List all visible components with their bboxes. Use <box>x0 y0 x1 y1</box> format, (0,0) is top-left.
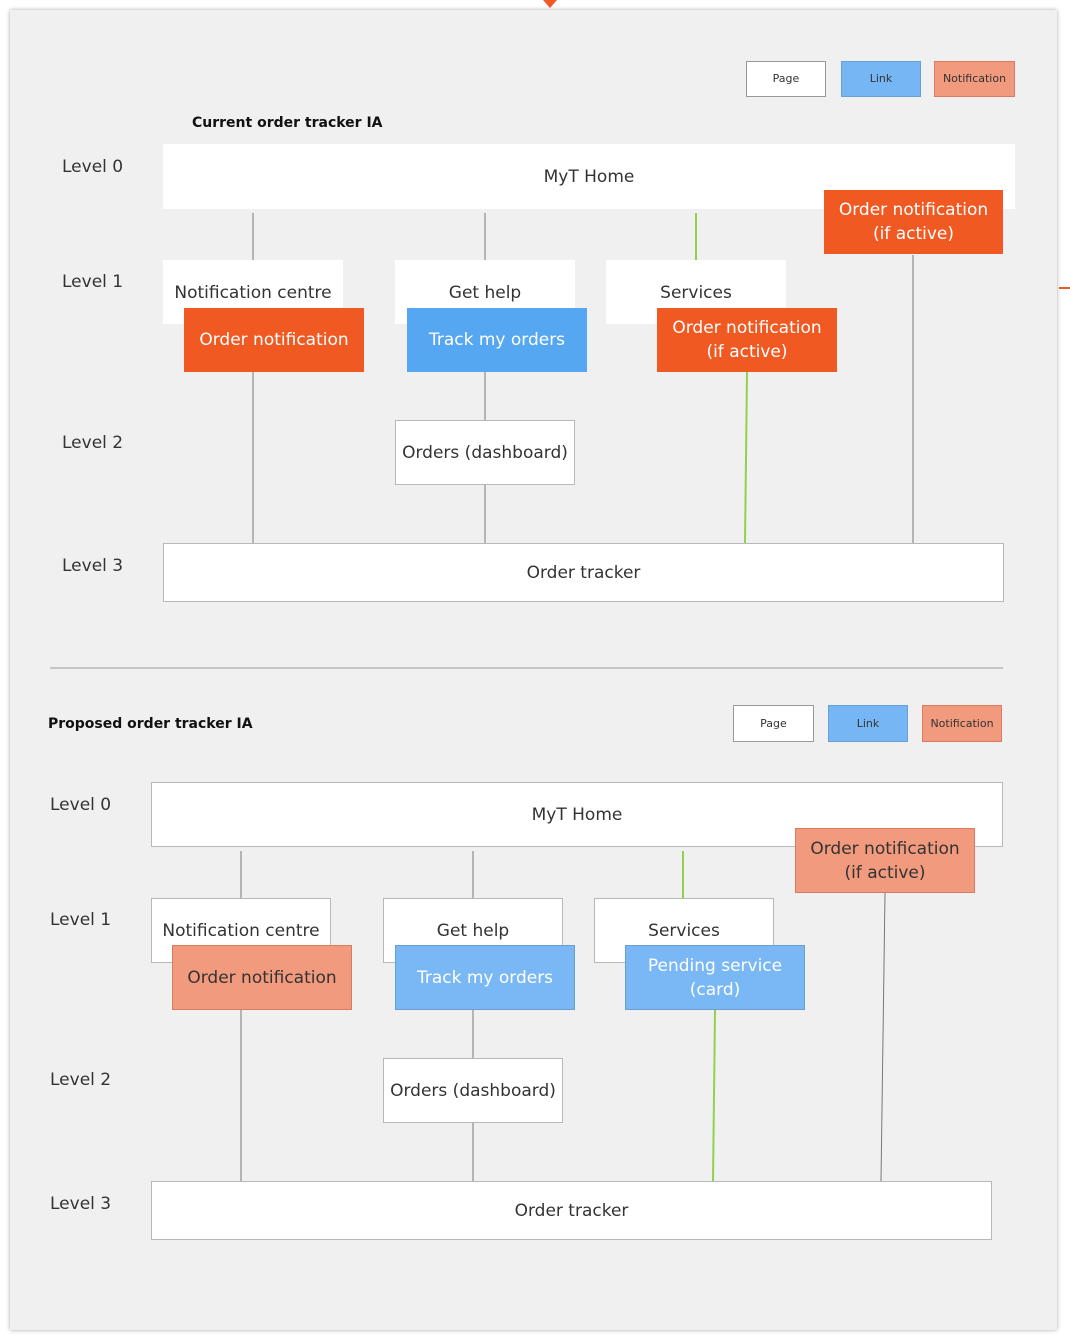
level-3-label: Level 3 <box>50 1194 112 1214</box>
order-notification-if-active-node: Order notification (if active) <box>824 190 1003 254</box>
level-2-label: Level 2 <box>62 433 124 453</box>
track-my-orders-node: Track my orders <box>407 308 587 372</box>
track-my-orders-node: Track my orders <box>395 945 575 1010</box>
legend-link: Link <box>828 705 908 742</box>
level-3-label: Level 3 <box>62 556 124 576</box>
section-title-current: Current order tracker IA <box>192 115 383 131</box>
section-title-proposed: Proposed order tracker IA <box>48 716 253 732</box>
connector <box>880 892 886 1182</box>
pending-service-card-node: Pending service (card) <box>625 945 805 1010</box>
level-1-label: Level 1 <box>50 910 112 930</box>
diagram-canvas: Page Link Notification Current order tra… <box>10 10 1057 1330</box>
legend-link: Link <box>841 61 921 97</box>
order-notification-if-active-node: Order notification (if active) <box>795 828 975 893</box>
order-notification-node: Order notification <box>184 308 364 372</box>
level-1-label: Level 1 <box>62 272 124 292</box>
level-0-label: Level 0 <box>50 795 112 815</box>
orders-dashboard-node: Orders (dashboard) <box>383 1058 563 1123</box>
order-tracker-node: Order tracker <box>151 1181 992 1240</box>
orders-dashboard-node: Orders (dashboard) <box>395 420 575 485</box>
legend-page: Page <box>733 705 814 742</box>
services-order-notification-node: Order notification (if active) <box>657 308 837 372</box>
legend-notification: Notification <box>934 61 1015 97</box>
level-0-label: Level 0 <box>62 157 124 177</box>
legend-page: Page <box>746 61 826 97</box>
connector-green <box>712 1009 716 1182</box>
level-2-label: Level 2 <box>50 1070 112 1090</box>
connector-lines <box>50 213 1003 1182</box>
connector-green <box>744 371 748 544</box>
order-tracker-node: Order tracker <box>163 543 1004 602</box>
top-marker-icon <box>543 0 557 8</box>
order-notification-node: Order notification <box>172 945 352 1010</box>
legend-notification: Notification <box>922 705 1002 742</box>
